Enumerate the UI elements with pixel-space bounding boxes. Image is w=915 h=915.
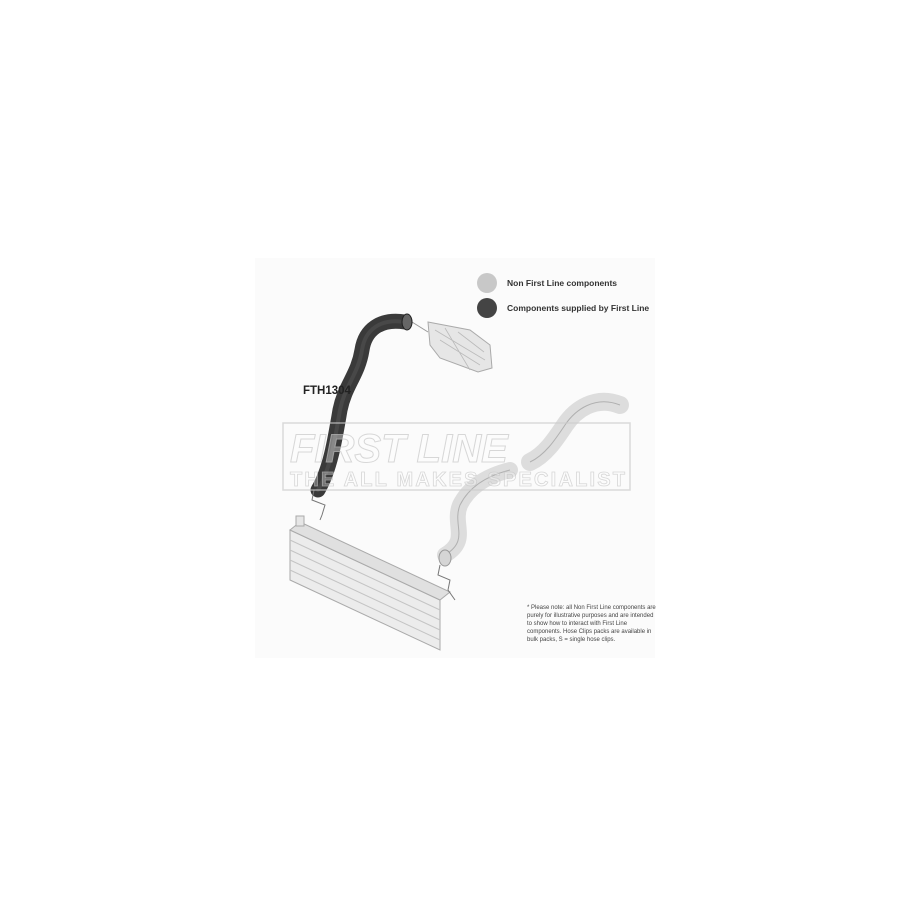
intercooler [289, 515, 451, 651]
legend-label-first-line: Components supplied by First Line [507, 303, 650, 313]
first-line-watermark: FIRST LINE THE ALL MAKES SPECIALIST [282, 422, 631, 491]
other-hoses [437, 392, 629, 567]
svg-text:FIRST LINE: FIRST LINE [290, 427, 509, 471]
intake-component [411, 321, 493, 373]
legend-swatch-first-line [477, 298, 497, 318]
disclaimer-note: * Please note: all Non First Line compon… [527, 605, 656, 643]
legend-swatch-non-first-line [477, 273, 497, 293]
svg-text:THE ALL MAKES SPECIALIST: THE ALL MAKES SPECIALIST [290, 469, 625, 491]
fth1304-hose [310, 313, 413, 498]
legend-label-non-first-line: Non First Line components [507, 278, 618, 288]
part-number-label: FTH1304 [303, 385, 351, 397]
